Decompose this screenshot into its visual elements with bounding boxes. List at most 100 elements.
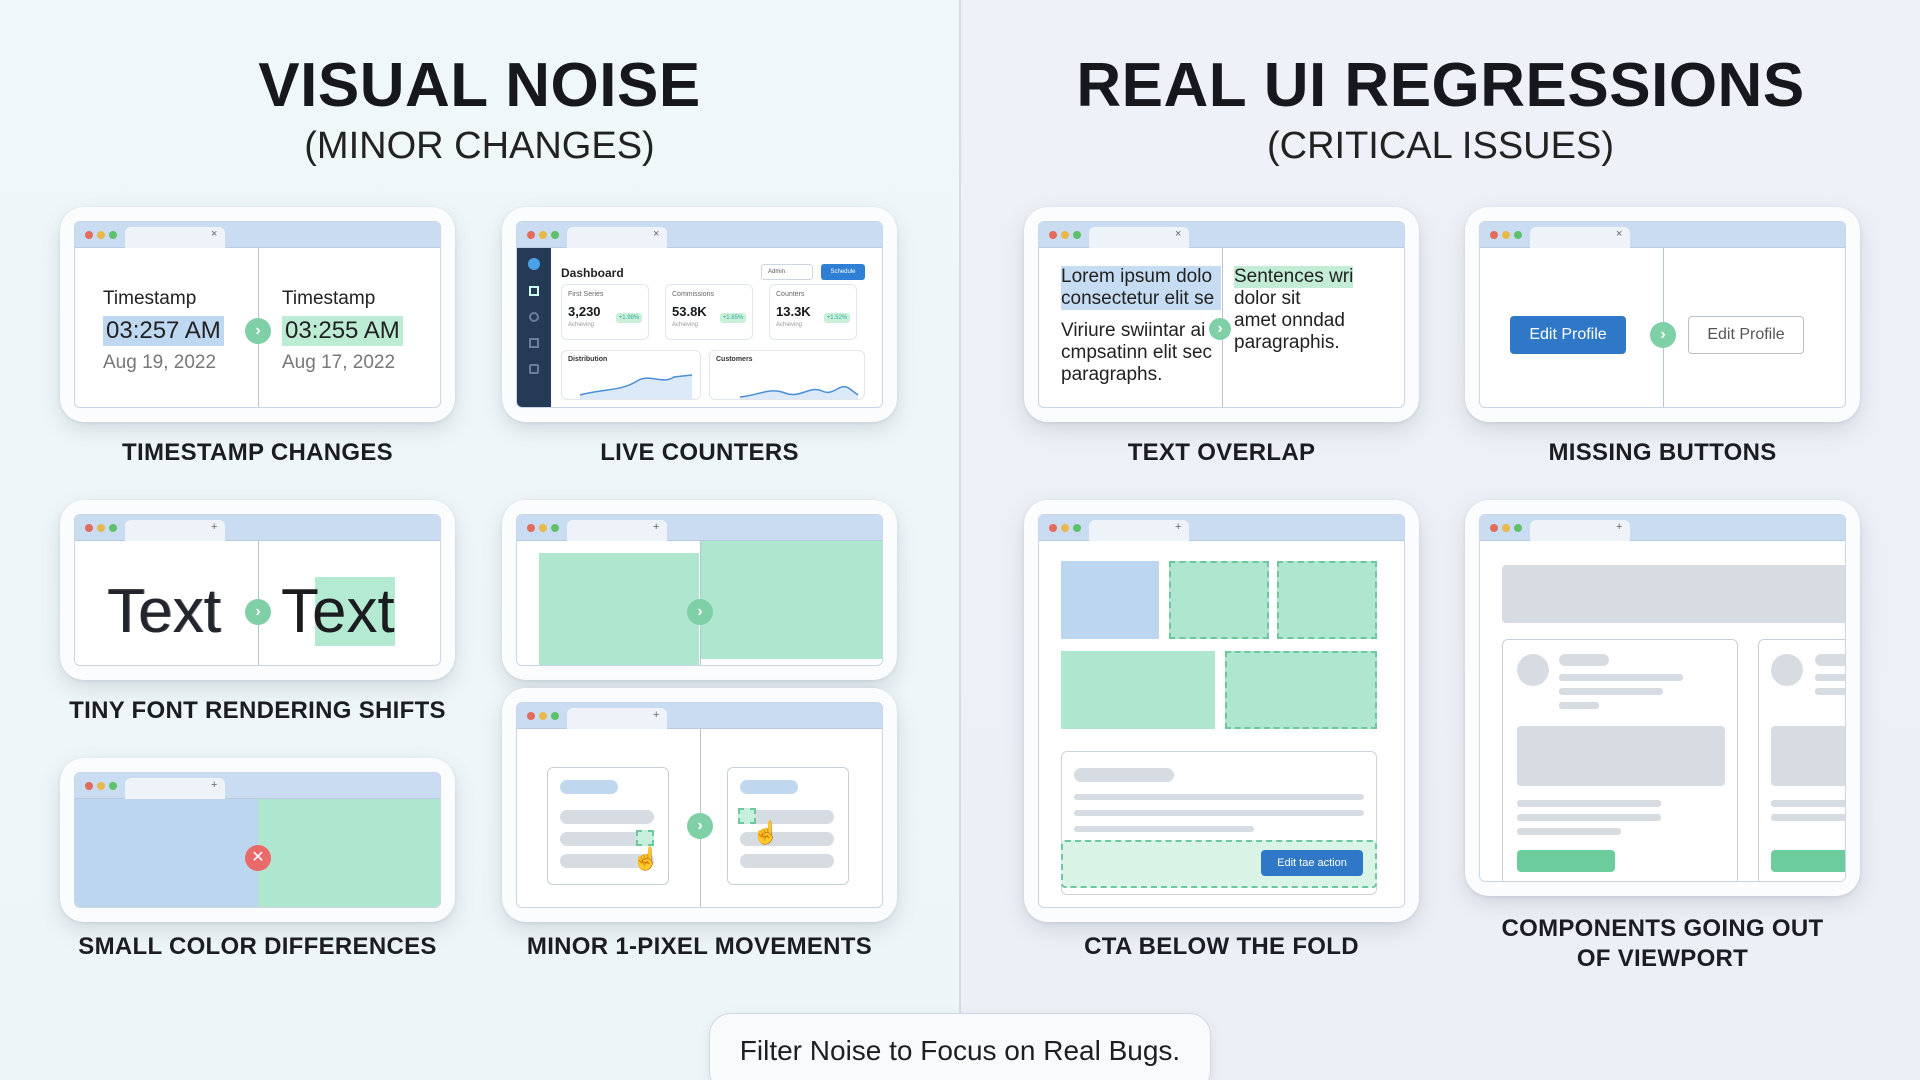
timestamp-value: 03:257 AM xyxy=(103,316,224,346)
browser-tab xyxy=(1530,227,1630,248)
schedule-button[interactable]: Schedule xyxy=(821,264,865,280)
browser-tab xyxy=(567,708,667,729)
distribution-chart: Distribution xyxy=(561,350,701,400)
placeholder-line xyxy=(1815,654,1845,666)
tab-add-icon: + xyxy=(653,709,660,721)
placeholder-line xyxy=(560,854,654,868)
browser-tab xyxy=(567,520,667,541)
minimize-dot-icon xyxy=(539,524,547,532)
placeholder-line xyxy=(1074,810,1364,816)
after-pane: Timestamp 03:255 AM Aug 17, 2022 xyxy=(282,288,403,407)
browser-window: + Edit tae action xyxy=(1038,514,1405,908)
content-block xyxy=(1277,561,1377,639)
browser-window: × Edit Profile › Edit Profile xyxy=(1479,221,1846,408)
title-bar: + xyxy=(517,703,882,729)
browser-tab xyxy=(567,227,667,248)
stat-title: Counters xyxy=(776,291,805,298)
title-bar: + xyxy=(1039,515,1404,541)
placeholder-line xyxy=(740,832,834,846)
tab-add-icon: + xyxy=(211,521,218,533)
placeholder-line xyxy=(1815,688,1845,695)
dashboard-title: Dashboard xyxy=(561,266,624,280)
content-block xyxy=(1061,561,1159,639)
caption-line: COMPONENTS GOING OUT xyxy=(1501,915,1824,942)
customers-chart: Customers xyxy=(709,350,865,400)
browser-window: + Text Text › xyxy=(74,514,441,666)
admin-select[interactable]: Admin xyxy=(761,264,813,280)
title-bar: + xyxy=(517,515,882,541)
browser-window: + ✕ xyxy=(74,772,441,908)
title-bar: + xyxy=(1480,515,1845,541)
placeholder-line xyxy=(1559,688,1663,695)
text-line: paragraphis. xyxy=(1234,332,1340,353)
cta-dashed-area: Edit tae action xyxy=(1061,840,1377,888)
image-placeholder xyxy=(1517,726,1725,786)
browser-window: + ☝ › ☝ xyxy=(516,702,883,908)
text-overlap-card: × Lorem ipsum dolo consectetur elit se V… xyxy=(1024,207,1419,422)
title-bar: × xyxy=(1039,222,1404,248)
live-counters-caption: LIVE COUNTERS xyxy=(600,439,799,466)
title-bar: + xyxy=(75,773,440,799)
before-pane: Timestamp 03:257 AM Aug 19, 2022 xyxy=(103,288,224,407)
pixel-move-caption: MINOR 1-PIXEL MOVEMENTS xyxy=(526,933,873,960)
footer-tagline: Filter Noise to Focus on Real Bugs. xyxy=(709,1013,1211,1080)
maximize-dot-icon xyxy=(109,524,117,532)
mismatch-x-icon: ✕ xyxy=(245,845,271,871)
stat-title: First Series xyxy=(568,291,604,298)
tab-add-icon: + xyxy=(211,779,218,791)
maximize-dot-icon xyxy=(1073,524,1081,532)
content-block xyxy=(1061,651,1215,729)
shifted-marker xyxy=(636,830,654,846)
text-line: amet onndad xyxy=(1234,310,1345,331)
chart-title: Customers xyxy=(716,356,753,363)
profile-card xyxy=(1502,639,1738,881)
chart-title: Distribution xyxy=(568,356,608,363)
tab-add-icon: + xyxy=(653,521,660,533)
content-block xyxy=(1169,561,1269,639)
minimize-dot-icon xyxy=(97,231,105,239)
minimize-dot-icon xyxy=(1502,524,1510,532)
placeholder-line xyxy=(1074,826,1254,832)
stat-value: 53.8K xyxy=(672,304,707,319)
text-line: Viriure swiintar ai xyxy=(1061,320,1206,341)
browser-tab xyxy=(125,778,225,799)
minimize-dot-icon xyxy=(97,782,105,790)
viewport-card: + xyxy=(1465,500,1860,896)
missing-buttons-caption: MISSING BUTTONS xyxy=(1548,439,1777,466)
regressions-title: REAL UI REGRESSIONS xyxy=(1076,51,1805,120)
close-dot-icon xyxy=(85,524,93,532)
font-rendering-caption: TINY FONT RENDERING SHIFTS xyxy=(69,697,446,724)
maximize-dot-icon xyxy=(551,231,559,239)
maximize-dot-icon xyxy=(1073,231,1081,239)
regressions-heading: REAL UI REGRESSIONS (CRITICAL ISSUES) xyxy=(961,50,1920,170)
close-dot-icon xyxy=(85,782,93,790)
placeholder-line xyxy=(740,854,834,868)
timestamp-label: Timestamp xyxy=(282,288,376,309)
minimize-dot-icon xyxy=(539,712,547,720)
avatar-placeholder xyxy=(1517,654,1549,686)
cta-button[interactable]: Edit tae action xyxy=(1261,850,1363,876)
block-before xyxy=(539,553,699,665)
close-dot-icon xyxy=(85,231,93,239)
visual-noise-heading: VISUAL NOISE (MINOR CHANGES) xyxy=(0,50,959,170)
overlap-left-text: Lorem ipsum dolo consectetur elit se Vir… xyxy=(1061,266,1221,386)
blue-region xyxy=(75,799,258,907)
missing-buttons-card: × Edit Profile › Edit Profile xyxy=(1465,207,1860,422)
placeholder-line xyxy=(1559,702,1599,709)
browser-tab xyxy=(1530,520,1630,541)
close-dot-icon xyxy=(1049,231,1057,239)
title-bar: × xyxy=(1480,222,1845,248)
maximize-dot-icon xyxy=(1514,231,1522,239)
green-button-placeholder xyxy=(1517,850,1615,872)
maximize-dot-icon xyxy=(1514,524,1522,532)
placeholder-chip xyxy=(740,780,798,794)
close-dot-icon xyxy=(527,712,535,720)
stat-sub: Achieving xyxy=(568,322,595,328)
maximize-dot-icon xyxy=(551,524,559,532)
compare-arrow-icon: › xyxy=(1209,318,1231,340)
browser-window: × Dashboard Admin Schedule First Series … xyxy=(516,221,883,408)
timestamp-card: × Timestamp 03:257 AM Aug 19, 2022 Times… xyxy=(60,207,455,422)
edit-profile-button-ghost[interactable]: Edit Profile xyxy=(1688,316,1804,354)
edit-profile-button[interactable]: Edit Profile xyxy=(1510,316,1626,354)
logo-icon xyxy=(528,258,540,270)
